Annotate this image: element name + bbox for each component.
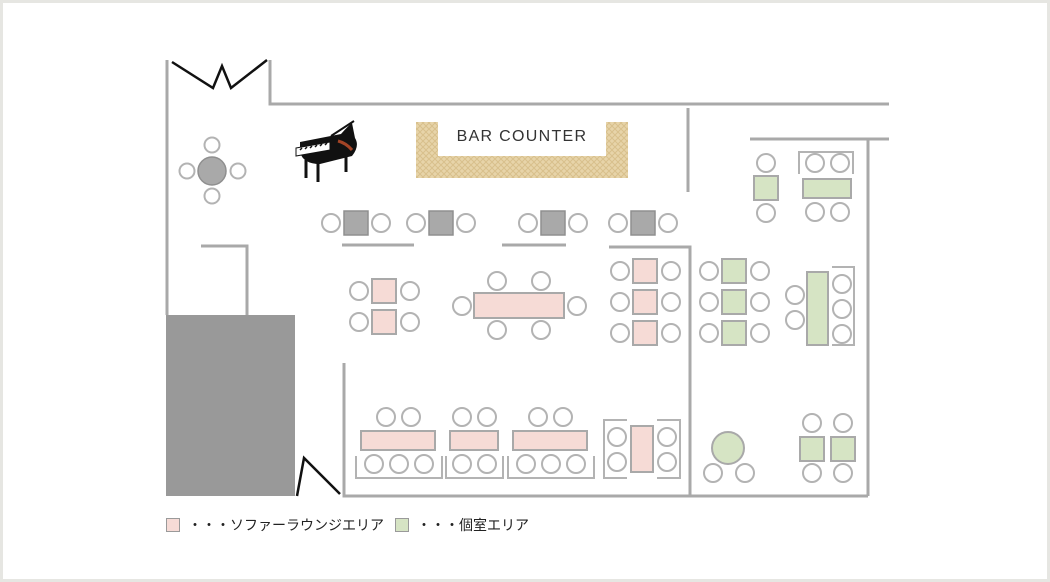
service-room xyxy=(166,315,295,496)
entrance-door[interactable] xyxy=(171,59,268,90)
bar-tables xyxy=(321,210,678,236)
sofa-tables-column xyxy=(610,258,681,346)
legend-swatch-sofa xyxy=(166,518,180,532)
round-table-gray xyxy=(178,136,247,205)
bar-counter-label: BAR COUNTER xyxy=(456,128,588,145)
sofa-tables-left xyxy=(349,278,420,335)
legend-private-room: ・・・個室エリア xyxy=(395,515,529,535)
sofa-booth-2 xyxy=(445,407,504,479)
private-room-tables xyxy=(699,151,856,483)
walls xyxy=(165,60,889,498)
legend-sofa-lounge: ・・・ソファーラウンジエリア xyxy=(166,515,384,535)
legend-label-sofa: ・・・ソファーラウンジエリア xyxy=(188,517,384,533)
grand-piano-icon xyxy=(295,120,357,182)
sofa-booth-4 xyxy=(603,419,681,479)
side-door[interactable] xyxy=(295,455,341,497)
legend-swatch-private xyxy=(395,518,409,532)
sofa-booth-1 xyxy=(355,407,443,479)
sofa-long-table xyxy=(452,271,587,340)
legend-label-private: ・・・個室エリア xyxy=(417,517,529,533)
bar-counter xyxy=(416,122,628,178)
sofa-booth-3 xyxy=(507,407,595,479)
